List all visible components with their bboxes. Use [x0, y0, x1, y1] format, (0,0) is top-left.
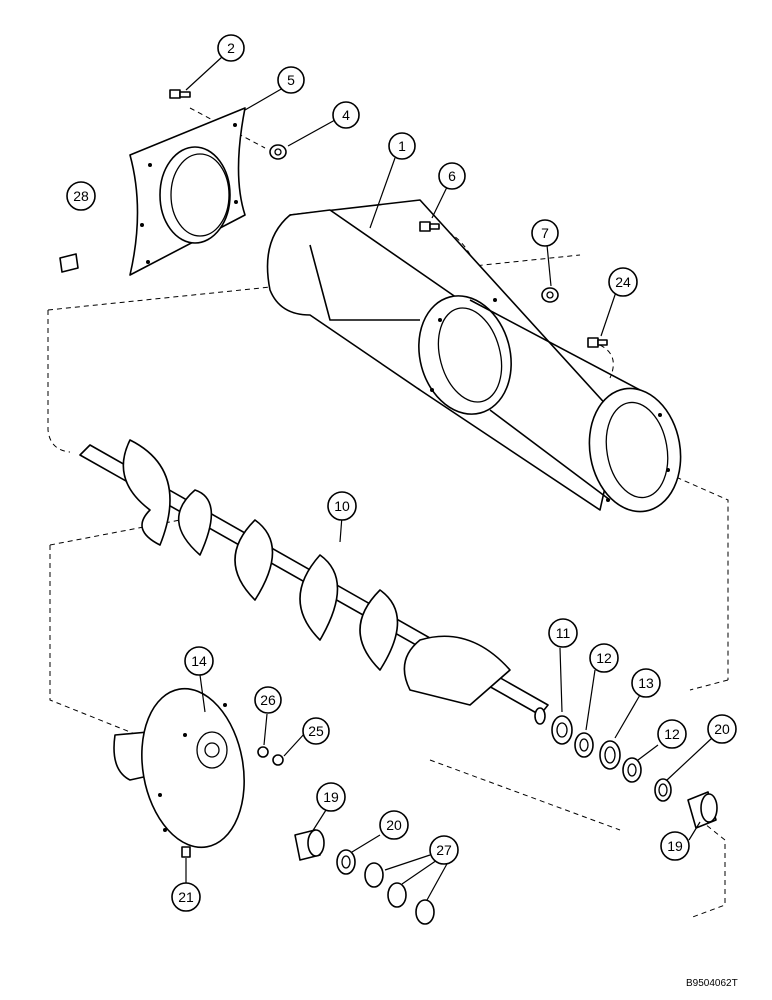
bolt-21 [181, 846, 191, 858]
washer-12b [622, 757, 642, 783]
callout-13: 13 [631, 668, 661, 698]
callout-24-label: 24 [615, 274, 631, 290]
auger-flighting [79, 439, 549, 725]
callout-20b: 20 [707, 714, 737, 744]
callout-24: 24 [608, 267, 638, 297]
dash-leader-24 [599, 344, 614, 379]
bolt-2 [169, 89, 191, 99]
callout-4: 4 [332, 101, 360, 129]
callout-20a: 20 [379, 810, 409, 840]
callout-20a-label: 20 [386, 817, 402, 833]
callout-5-label: 5 [287, 72, 295, 88]
callout-1-label: 1 [398, 138, 406, 154]
assembly-outline-upper [47, 254, 729, 680]
callout-6-label: 6 [448, 168, 456, 184]
callout-6: 6 [438, 162, 466, 190]
callout-25: 25 [302, 717, 330, 745]
bearing-plate [113, 687, 245, 849]
washer-20b [654, 778, 672, 802]
callout-11-label: 11 [556, 625, 571, 641]
leader-lines [185, 56, 713, 901]
callout-25-label: 25 [308, 723, 324, 739]
callout-13-label: 13 [638, 675, 654, 691]
callout-20b-label: 20 [714, 721, 730, 737]
callout-19a: 19 [316, 782, 346, 812]
callout-19b-label: 19 [667, 838, 683, 854]
mounting-plate [129, 107, 246, 276]
callout-10: 10 [327, 491, 357, 521]
document-id: B9504062T [686, 978, 738, 989]
bushing-19a [294, 829, 325, 861]
tube-housing [266, 199, 682, 513]
bolt-24 [587, 337, 608, 348]
callout-12a: 12 [589, 643, 619, 673]
callout-4-label: 4 [342, 107, 350, 123]
callout-12b: 12 [657, 719, 687, 749]
callout-19a-label: 19 [323, 789, 339, 805]
callout-27-label: 27 [436, 842, 452, 858]
callout-11: 11 [548, 618, 578, 648]
washer-12a [574, 732, 594, 758]
callout-14-label: 14 [191, 653, 207, 669]
bushing-19b [687, 791, 718, 829]
callout-14: 14 [184, 646, 214, 676]
nut-4 [269, 144, 287, 160]
nut-26 [257, 746, 269, 758]
callout-28: 28 [66, 181, 96, 211]
clip-28 [59, 253, 79, 273]
washer-11 [551, 715, 573, 745]
washers-27 [364, 862, 435, 925]
callout-19b: 19 [660, 831, 690, 861]
callout-10-label: 10 [334, 498, 350, 514]
callout-12b-label: 12 [664, 726, 680, 742]
callout-5: 5 [277, 66, 305, 94]
callout-21-label: 21 [178, 889, 194, 905]
assembly-outline-lower [49, 519, 729, 919]
callout-12a-label: 12 [596, 650, 612, 666]
bolt-6 [419, 221, 440, 232]
callout-21: 21 [171, 882, 201, 912]
callout-7: 7 [531, 219, 559, 247]
callout-2: 2 [217, 34, 245, 62]
callout-7-label: 7 [541, 225, 549, 241]
nut-7 [541, 287, 559, 303]
callout-2-label: 2 [227, 40, 235, 56]
callout-26-label: 26 [260, 692, 276, 708]
callout-27: 27 [429, 835, 459, 865]
callout-1: 1 [388, 132, 416, 160]
callout-28-label: 28 [73, 188, 89, 204]
washer-20a [336, 849, 356, 875]
callout-26: 26 [254, 686, 282, 714]
nut-25 [272, 754, 284, 766]
bearing-13 [599, 740, 621, 770]
